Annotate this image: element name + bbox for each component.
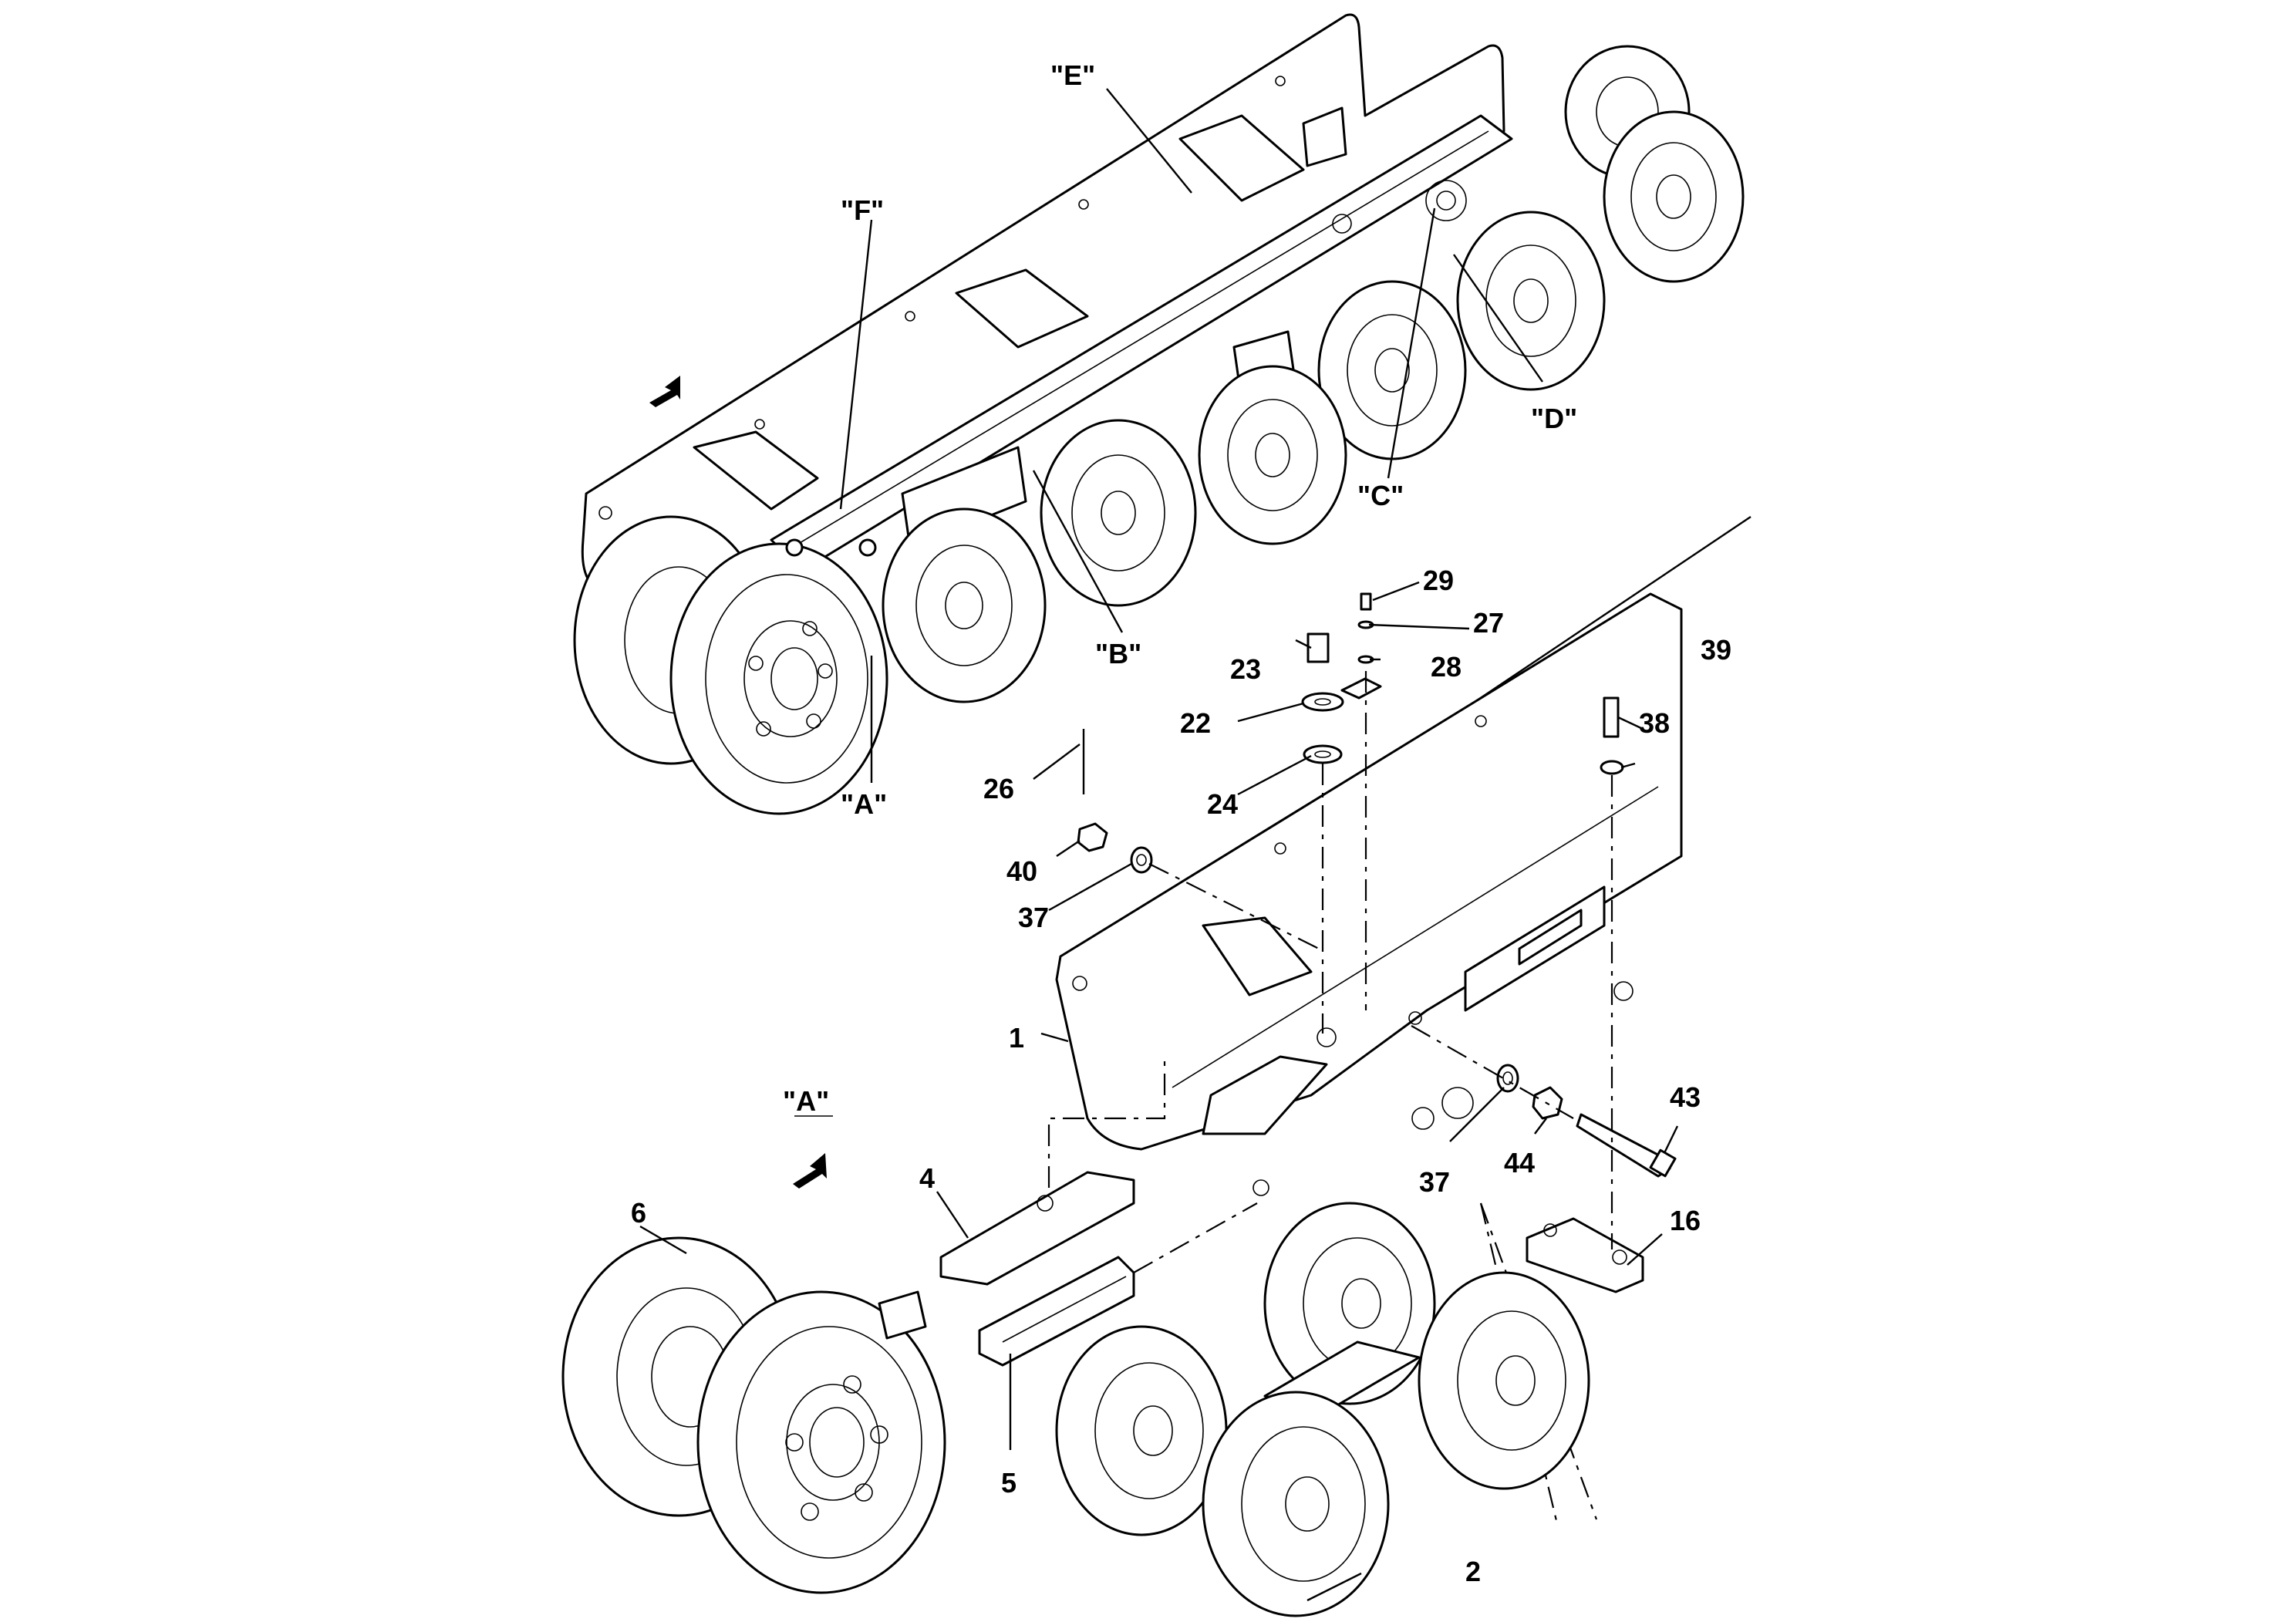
frame-channel xyxy=(1202,1055,1328,1135)
roller-2-right xyxy=(1418,1271,1590,1490)
view-label-F: "F" xyxy=(841,194,884,226)
washer-37-left xyxy=(1130,846,1153,874)
direction-arrow-icon xyxy=(793,1153,827,1189)
plate-holes xyxy=(598,76,1467,520)
bolt xyxy=(785,538,804,557)
callout-6: 6 xyxy=(631,1197,646,1229)
callout-37-left: 37 xyxy=(1018,902,1049,933)
direction-arrow-icon xyxy=(649,376,680,407)
bracket-16 xyxy=(1526,1217,1644,1293)
frame-hole xyxy=(1317,1027,1337,1047)
frame-channel xyxy=(1202,916,1313,996)
clamp-plate xyxy=(1340,677,1382,700)
view-label-D: "D" xyxy=(1531,403,1577,434)
callout-16: 16 xyxy=(1670,1205,1701,1236)
screw-29 xyxy=(1360,592,1372,611)
frame-slot xyxy=(1518,909,1583,966)
callout-29: 29 xyxy=(1423,565,1454,596)
callout-39: 39 xyxy=(1701,634,1731,666)
callout-28: 28 xyxy=(1431,651,1462,683)
callout-1: 1 xyxy=(1009,1022,1024,1054)
view-label-E: "E" xyxy=(1050,59,1095,91)
callout-4: 4 xyxy=(919,1162,935,1194)
frame-hole xyxy=(1613,981,1633,1001)
slide-block-4 xyxy=(939,1171,1135,1286)
bolt-39 xyxy=(1603,696,1620,738)
callout-2: 2 xyxy=(1465,1556,1481,1587)
bolt-23 xyxy=(1306,632,1330,663)
frame-bracket xyxy=(1178,114,1305,202)
callout-27: 27 xyxy=(1473,607,1504,639)
idler-wheel-6-front xyxy=(696,1290,946,1594)
roller xyxy=(1456,211,1606,391)
detail-label-A: "A" xyxy=(783,1085,829,1117)
nut-40 xyxy=(1077,822,1108,852)
frame-hole xyxy=(1274,842,1286,855)
frame-hole xyxy=(1411,1107,1435,1130)
frame-bracket xyxy=(955,268,1089,349)
view-label-B: "B" xyxy=(1095,638,1141,669)
frame-hole xyxy=(1475,715,1487,727)
washer-37-right xyxy=(1496,1064,1519,1093)
view-label-A: "A" xyxy=(841,788,887,820)
washer-38 xyxy=(1600,760,1624,775)
callout-38: 38 xyxy=(1639,707,1670,739)
washer-24 xyxy=(1303,744,1343,764)
hydraulic-block xyxy=(1302,106,1347,167)
callout-44: 44 xyxy=(1504,1147,1535,1179)
bolt-43-head xyxy=(1649,1148,1677,1178)
roller xyxy=(1040,419,1197,607)
frame-bracket xyxy=(693,430,819,511)
assembly-overview xyxy=(573,13,1745,815)
callout-22: 22 xyxy=(1180,707,1211,739)
roller-2-left xyxy=(1055,1325,1228,1536)
frame-hole xyxy=(1441,1087,1474,1119)
frame-hole xyxy=(1072,976,1087,991)
view-label-C: "C" xyxy=(1357,480,1404,511)
roller xyxy=(1603,110,1745,283)
callout-24: 24 xyxy=(1207,788,1238,820)
frame-hole xyxy=(1253,1179,1269,1196)
roller xyxy=(1198,365,1347,545)
washer-22 xyxy=(1301,692,1344,712)
labels: "E" "F" "D" "C" "B" "A" "A" 29 27 23 28 … xyxy=(631,59,1731,1587)
idler-wheel-front xyxy=(669,542,888,815)
callout-26: 26 xyxy=(983,773,1014,804)
callout-37-right: 37 xyxy=(1419,1166,1450,1198)
roller-2-front xyxy=(1202,1391,1390,1617)
bolt xyxy=(858,538,877,557)
slide-block-5 xyxy=(978,1256,1135,1367)
callout-5: 5 xyxy=(1001,1467,1017,1499)
frame-part-1 xyxy=(1055,592,1683,1151)
roller xyxy=(882,508,1047,703)
wheel-support xyxy=(878,1290,927,1340)
assembly-exploded xyxy=(561,516,1752,1617)
callout-23: 23 xyxy=(1230,653,1261,685)
callout-43: 43 xyxy=(1670,1081,1701,1113)
callout-40: 40 xyxy=(1006,855,1037,887)
frame-hole xyxy=(1408,1011,1422,1025)
